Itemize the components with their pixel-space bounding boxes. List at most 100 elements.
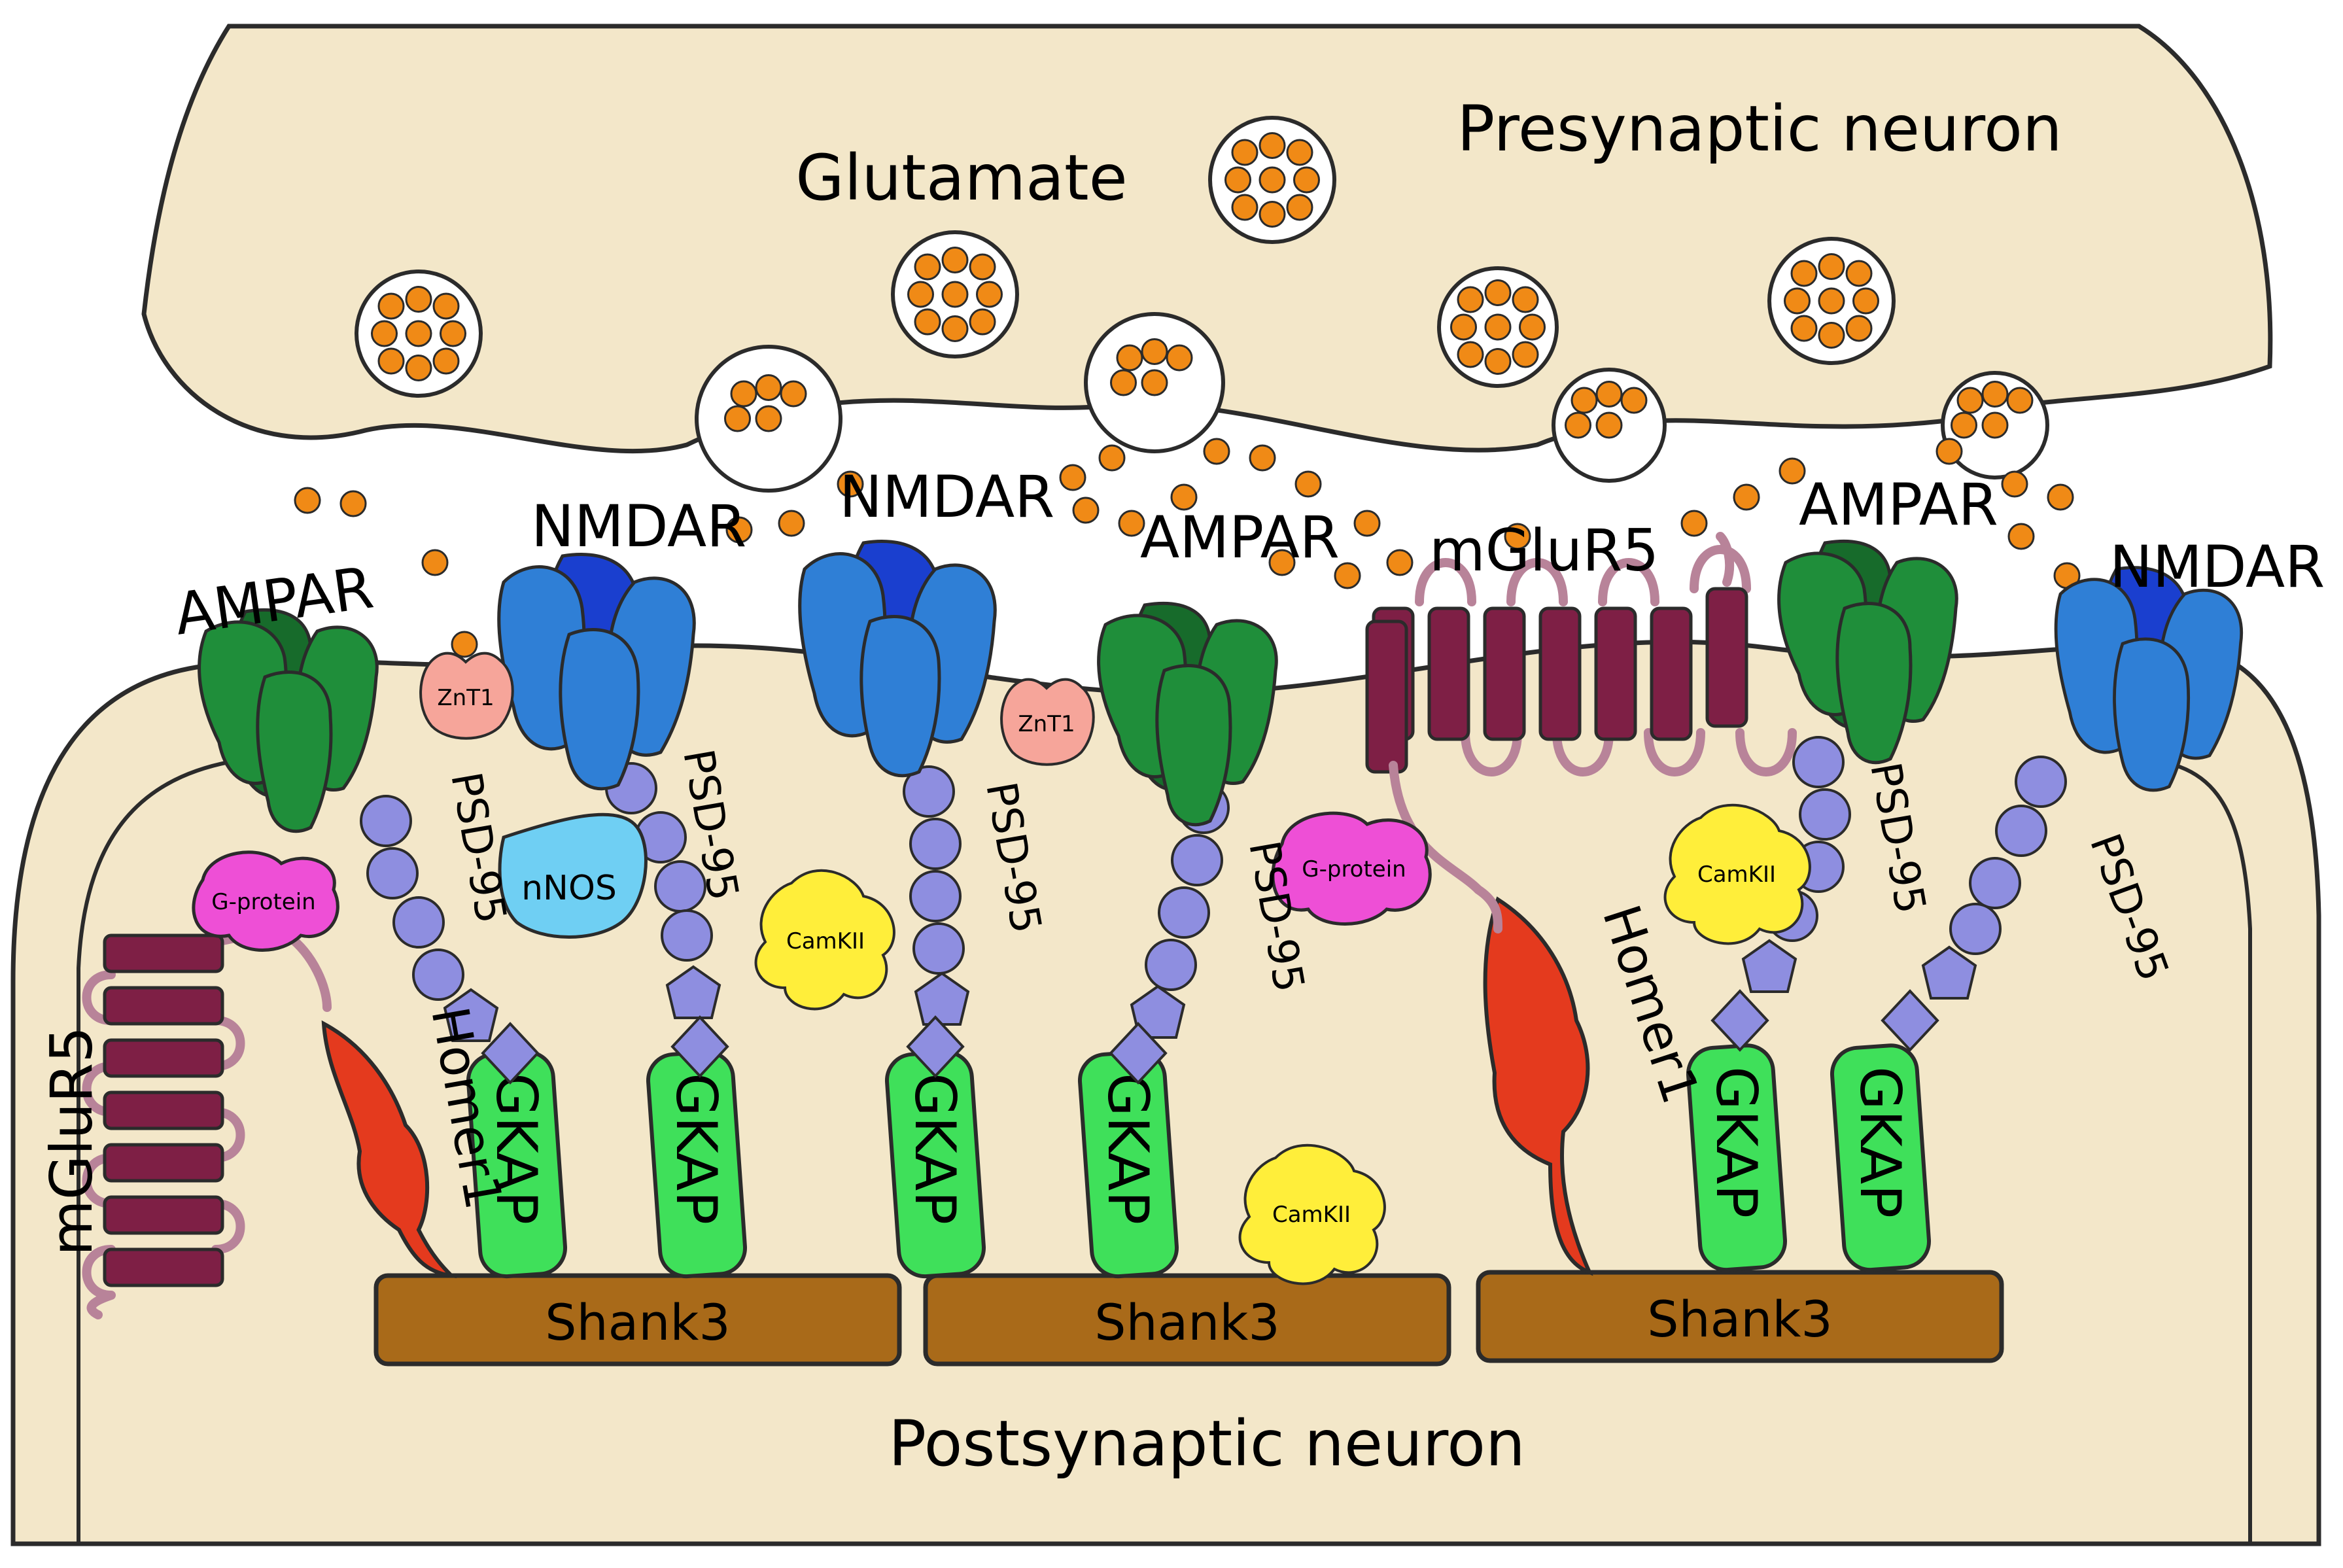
glutamate-dot [1231,139,1258,166]
glutamate-dot [1293,166,1320,194]
glutamate-dot [377,292,405,320]
glutamate-dot [914,253,941,281]
psd95-chain-1 [360,795,540,1085]
nmdar-3 [2054,566,2244,792]
psd95-gk [481,1022,540,1085]
gkap-shape-5 [1686,1043,1787,1272]
gkap-shape-6 [1830,1043,1931,1272]
vesicle-1 [355,270,483,398]
glutamate-molecule [421,549,449,576]
mglur5-membrane-tail [1389,761,1502,933]
glutamate-dot [969,308,996,336]
gkap-2: GKAP [646,1050,747,1279]
mglur5-helix [1594,606,1637,741]
psd95-domain [2015,756,2067,808]
gprotein-right-shape [1271,811,1432,926]
glutamate-dot [1141,338,1168,365]
gkap-4: GKAP [1077,1050,1179,1279]
glutamate-dot [941,315,969,342]
homer1-right-shape [1483,896,1593,1276]
mglur5-helix-tail [1365,619,1408,774]
glutamate-dot [755,405,782,432]
mglur5-left-helix [103,933,224,973]
glutamate-dot [730,380,757,408]
znt1-2: ZnT1 [1000,678,1095,766]
ampar-3 [1777,540,1958,765]
glutamate-dot [1457,286,1484,313]
gkap-label-5: GKAP [1703,1066,1769,1218]
vesicle-8 [1552,368,1667,483]
mglur5-left-helix [103,1143,224,1183]
ampar-1 [198,608,379,833]
glutamate-dot [1595,411,1623,439]
glutamate-dot [941,281,969,308]
nmdar-2 [798,540,997,778]
glutamate-dot [1790,260,1818,287]
glutamate-dot [1484,279,1512,306]
psd95-gk [1109,1022,1168,1085]
psd95-sh3 [665,965,721,1019]
glutamate-dot [405,320,432,347]
shank3-bar-1 [373,1273,902,1367]
znt1-1: ZnT1 [419,652,514,740]
ampar-group [198,540,1958,833]
psd95-chain-2 [605,762,729,1078]
glutamate-dot [1457,341,1484,368]
psd95-domain [661,909,713,962]
glutamate-molecule [1504,523,1531,550]
znt1-1-shape [419,652,514,740]
nmdar-group [497,540,2244,792]
glutamate-dot [377,347,405,375]
gkap-5: GKAP [1686,1043,1787,1272]
nmdar-label-2: NMDAR [839,463,1054,531]
mglur5-membrane-loops [1415,532,1797,776]
psd95-domain [360,795,412,847]
glutamate-dot [969,253,996,281]
vesicle-3 [1208,116,1336,244]
mglur5-helix [1483,606,1526,741]
glutamate-dot [1790,315,1818,342]
nnos-label: nNOS [521,869,617,908]
camkii-1-label: CamKII [786,928,865,954]
glutamate-molecule [1268,549,1296,576]
nmdar-1 [497,553,696,791]
znt1-1-label: ZnT1 [437,685,494,711]
mglur5-left-helix [103,1090,224,1130]
glutamate-dot [914,308,941,336]
nnos-shape [498,812,648,939]
psd95-domain [909,870,962,922]
glutamate-dot [907,281,934,308]
mglur5-left: mGluR5 [38,928,332,1319]
camkii-2: CamKII [1238,1143,1386,1285]
glutamate-molecule [1098,444,1126,472]
glutamate-dot [1258,201,1286,228]
gkap-1: GKAP [466,1050,567,1279]
glutamate-dot [1845,260,1873,287]
psd95-sh3 [1921,945,1977,1000]
gkap-label-3: GKAP [902,1073,967,1225]
glutamate-molecule [1203,438,1230,465]
psd95-sh3 [443,988,499,1042]
psd95-gk [1881,989,1939,1052]
psd95-sh3 [1741,939,1797,993]
ampar-subunit [1155,664,1232,827]
glutamate-dot [1845,315,1873,342]
glutamate-molecule [725,516,753,544]
glutamate-molecule [2007,523,2035,550]
camkii-1: CamKII [754,869,895,1011]
psd95-domain [366,847,419,899]
glutamate-dot [2006,387,2034,414]
glutamate-dot [1595,381,1623,408]
ampar-subunit [256,671,333,833]
postsynaptic-label: Postsynaptic neuron [888,1407,1525,1480]
glutamate-molecule [1072,497,1100,524]
glutamate-dot [1286,194,1313,221]
vesicle-5 [1767,237,1896,365]
camkii-2-shape [1238,1143,1386,1285]
psd95-gk [906,1015,965,1078]
psd95-domain [912,922,965,975]
glutamate-dot [1484,313,1512,341]
psd95-gk [670,1015,729,1078]
